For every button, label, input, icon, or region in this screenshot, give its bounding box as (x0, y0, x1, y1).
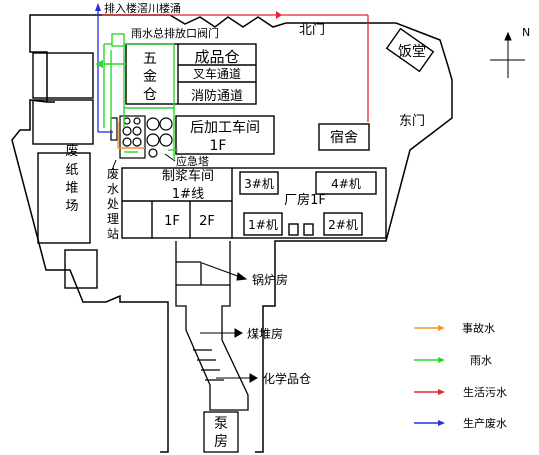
canteen-label: 饭堂 (398, 44, 426, 60)
boiler-room (175, 241, 231, 286)
svg-text:堆: 堆 (65, 181, 78, 196)
east-gate-label: 东门 (399, 114, 425, 129)
post-process-floor: 1F (210, 138, 227, 154)
machine3-label: 3#机 (244, 177, 274, 191)
left-block-1 (32, 52, 94, 99)
post-process-workshop (175, 115, 275, 155)
left-block-3 (64, 249, 98, 289)
compass-n: N (522, 26, 530, 39)
canteen (385, 27, 435, 73)
legend: 事故水 雨水 生活污水 生产废水 (414, 321, 507, 430)
dormitory-label: 宿舍 (330, 129, 358, 146)
compass-icon (490, 31, 525, 78)
coal-chemical-area (175, 285, 249, 411)
emergency-water-line (117, 122, 145, 149)
hardware-label-3: 仓 (143, 87, 157, 103)
wastewater-station-label: 废 水 处 理 站 (107, 166, 119, 241)
pump-room (203, 411, 239, 453)
boiler-arrow (201, 262, 244, 279)
north-gate-label: 北门 (299, 23, 325, 38)
pulping-1f-label: 1F (164, 214, 180, 229)
treatment-tanks (110, 115, 173, 159)
waste-paper-yard (37, 152, 91, 244)
svg-text:水: 水 (107, 182, 119, 196)
pulping-label: 制浆车间 (162, 168, 214, 184)
rainwater-line (103, 43, 178, 160)
svg-text:场: 场 (65, 199, 78, 214)
machine1-label: 1#机 (248, 218, 278, 232)
forklift-lane-label: 叉车通道 (193, 66, 241, 81)
svg-text:生产废水: 生产废水 (463, 416, 507, 430)
discharge-arrow-icon (95, 3, 101, 11)
svg-text:事故水: 事故水 (462, 321, 495, 335)
domestic-sewage-line (102, 14, 369, 122)
legend-item-production: 生产废水 (414, 416, 507, 430)
legend-item-rain: 雨水 (414, 354, 492, 367)
production-wastewater-line (97, 10, 113, 133)
svg-text:处: 处 (107, 197, 119, 211)
machine4-label: 4#机 (331, 177, 361, 191)
site-boundary (11, 14, 453, 453)
coal-label: 煤堆房 (247, 326, 283, 341)
svg-text:废: 废 (107, 166, 119, 181)
hardware-label-1: 五 (143, 51, 157, 67)
machine3-box (239, 171, 279, 195)
pump-label-2: 房 (214, 434, 228, 450)
dormitory (318, 123, 370, 151)
sewage-arrow-icon (276, 11, 282, 19)
pump-label-1: 泵 (214, 416, 228, 432)
svg-text:纸: 纸 (65, 163, 78, 178)
hardware-label-2: 金 (143, 69, 157, 85)
rain-valve-icon (111, 33, 125, 47)
left-block-2 (32, 99, 94, 145)
finished-goods-label: 成品仓 (194, 48, 239, 66)
waste-paper-label: 废 纸 堆 场 (65, 143, 78, 214)
svg-text:雨水: 雨水 (470, 354, 492, 367)
rain-arrow-icon (95, 60, 103, 68)
svg-text:废: 废 (65, 143, 78, 159)
warehouse-block (125, 43, 257, 105)
machine2-box (323, 212, 363, 236)
plant-1f-label: 厂房1F (284, 192, 326, 208)
machine1-box (243, 212, 283, 236)
discharge-label: 排入楼滘川楼涌 (104, 1, 181, 15)
svg-text:生活污水: 生活污水 (463, 385, 507, 399)
machine2-label: 2#机 (328, 218, 358, 232)
legend-item-domestic: 生活污水 (414, 385, 507, 399)
post-process-label: 后加工车间 (190, 119, 260, 136)
svg-text:理: 理 (107, 212, 119, 226)
wastewater-leader (111, 159, 117, 171)
boiler-label: 锅炉房 (252, 272, 288, 287)
svg-text:站: 站 (107, 227, 119, 241)
rain-valve-label: 雨水总排放口阀门 (131, 26, 219, 40)
machine4-box (315, 171, 377, 195)
line1-label: 1#线 (172, 187, 204, 202)
chemical-label: 化学品仓 (263, 371, 311, 386)
fire-lane-label: 消防通道 (191, 88, 243, 104)
pulping-2f-label: 2F (199, 214, 215, 229)
emergency-tower-label: 应急塔 (176, 154, 209, 168)
main-plant (121, 167, 387, 239)
legend-item-emergency: 事故水 (414, 321, 495, 335)
